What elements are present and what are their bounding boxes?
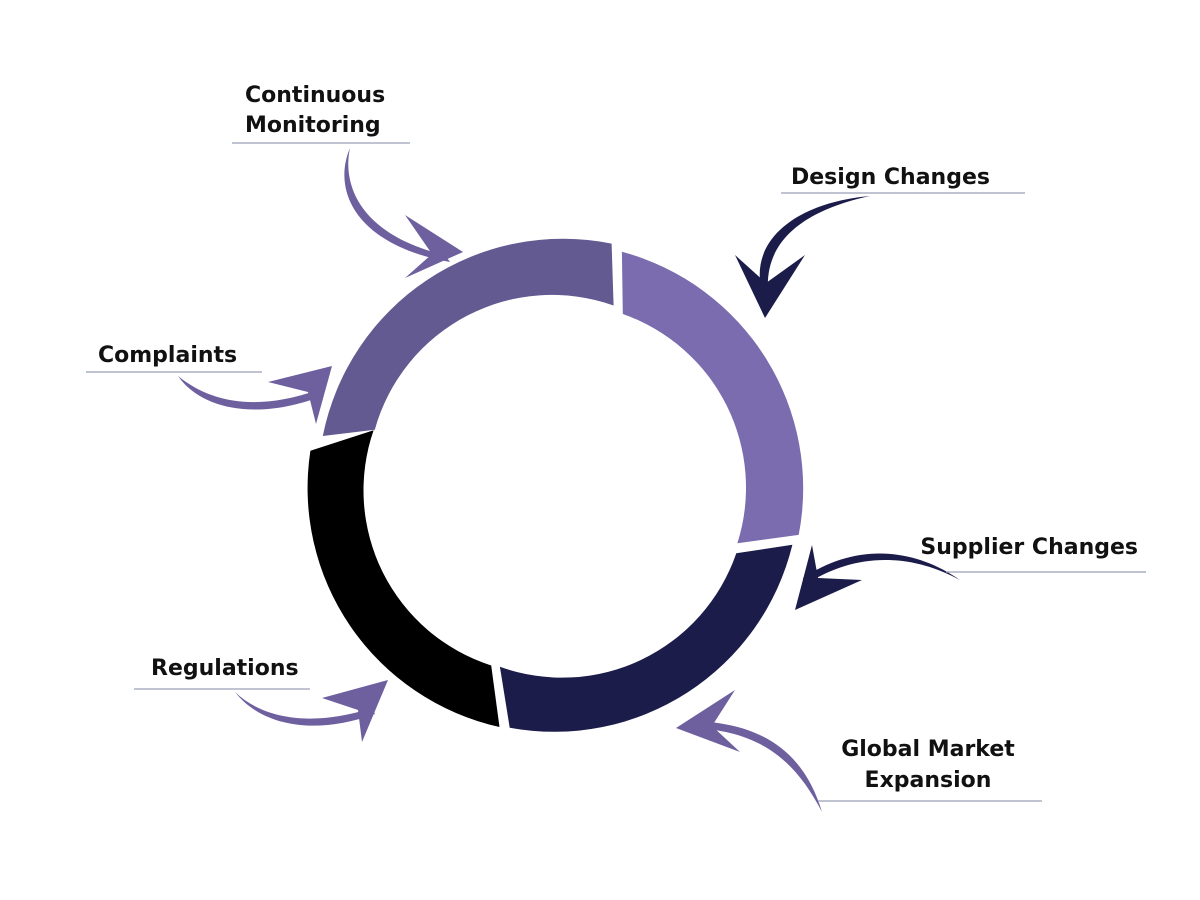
curved-arrow-icon (795, 545, 960, 610)
cycle-ring (307, 238, 804, 732)
ring-segment-bottom-right (499, 544, 793, 732)
ring-segment-right (621, 251, 804, 544)
label-global-market-expansion-line-1: Global Market (841, 737, 1015, 762)
label-regulations: Regulations (151, 656, 299, 681)
curved-arrow-icon (676, 690, 822, 812)
curved-arrow-icon (735, 196, 870, 318)
curved-arrow-icon (235, 680, 388, 742)
label-global-market-expansion-line-2: Expansion (865, 768, 992, 793)
label-supplier-changes: Supplier Changes (920, 535, 1138, 560)
label-continuous-monitoring-line-2: Monitoring (245, 113, 381, 138)
label-complaints: Complaints (98, 343, 237, 368)
label-underlines (86, 142, 1146, 802)
arrows (178, 148, 960, 812)
ring-segment-top (322, 238, 614, 436)
label-design-changes: Design Changes (791, 165, 990, 190)
curved-arrow-icon (178, 366, 332, 424)
ring-segment-left (307, 430, 500, 727)
label-continuous-monitoring-line-1: Continuous (245, 83, 385, 108)
curved-arrow-icon (344, 148, 463, 278)
labels: Continuous Monitoring Design Changes Com… (98, 83, 1138, 793)
